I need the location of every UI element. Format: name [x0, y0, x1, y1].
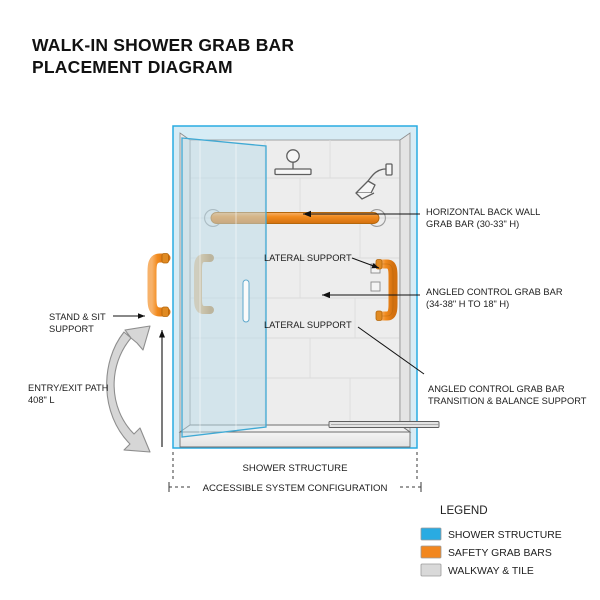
glass-door-handle-icon	[242, 279, 250, 323]
horizontal-bar-label-line-2: GRAB BAR (30-33" H)	[426, 219, 519, 229]
dimension-shower-structure: SHOWER STRUCTURE	[172, 452, 418, 482]
horizontal-bar-label-line-1: HORIZONTAL BACK WALL	[426, 207, 540, 217]
annotation-lateral-support-lower: LATERAL SUPPORT	[264, 320, 352, 330]
annotation-stand-sit: STAND & SIT SUPPORT	[49, 312, 106, 334]
angled-control-label-line-1: ANGLED CONTROL GRAB BAR	[426, 287, 563, 297]
legend-label-shower-structure: SHOWER STRUCTURE	[448, 530, 562, 541]
legend-item-walkway-tile: WALKWAY & TILE	[420, 563, 534, 577]
accessible-config-dim-label: ACCESSIBLE SYSTEM CONFIGURATION	[203, 483, 388, 494]
stand-sit-label-line-2: SUPPORT	[49, 324, 94, 334]
glass-reflections	[199, 141, 237, 433]
annotation-entry-exit: ENTRY/EXIT PATH 408" L	[28, 383, 108, 405]
entry-exit-label-line-1: ENTRY/EXIT PATH	[28, 383, 108, 393]
angled-transition-label-line-1: ANGLED CONTROL GRAB BAR	[428, 384, 565, 394]
title-line-2: PLACEMENT DIAGRAM	[32, 57, 233, 77]
annotation-angled-transition: ANGLED CONTROL GRAB BAR TRANSITION & BAL…	[428, 384, 587, 406]
glass-door-panel	[181, 137, 267, 438]
legend-item-safety-grab-bars: SAFETY GRAB BARS	[420, 545, 552, 559]
legend-swatch-shower-structure	[420, 527, 442, 541]
legend-swatch-safety-grab-bars	[420, 545, 442, 559]
right-return-wall	[399, 132, 411, 433]
linear-drain-icon	[328, 421, 440, 428]
page-title: WALK-IN SHOWER GRAB BAR PLACEMENT DIAGRA…	[32, 35, 294, 77]
annotation-horizontal-back-wall: HORIZONTAL BACK WALL GRAB BAR (30-33" H)	[426, 207, 540, 229]
dimension-accessible-configuration: ACCESSIBLE SYSTEM CONFIGURATION	[168, 482, 422, 494]
shower-valve-icon	[274, 149, 312, 176]
glass-panel-tint	[181, 137, 267, 438]
legend: LEGEND SHOWER STRUCTURE SAFETY GRAB BARS…	[420, 504, 562, 577]
annotation-lateral-support-upper: LATERAL SUPPORT	[264, 253, 352, 263]
grab-bar-mount-lower	[370, 281, 381, 292]
legend-item-shower-structure: SHOWER STRUCTURE	[420, 527, 562, 541]
shower-head-icon	[355, 163, 393, 200]
angled-control-grab-bar-right	[370, 259, 398, 321]
legend-label-walkway-tile: WALKWAY & TILE	[448, 566, 534, 577]
title-line-1: WALK-IN SHOWER GRAB BAR	[32, 35, 294, 55]
annotation-angled-control: ANGLED CONTROL GRAB BAR (34-38" H TO 18"…	[426, 287, 563, 309]
legend-swatch-walkway-tile	[420, 563, 442, 577]
legend-heading: LEGEND	[440, 504, 488, 517]
angled-control-label-line-2: (34-38" H TO 18" H)	[426, 299, 509, 309]
entry-exit-path-arrow	[106, 325, 151, 453]
stand-sit-grab-bar-left	[147, 253, 171, 317]
stand-sit-label-line-1: STAND & SIT	[49, 312, 106, 322]
shower-structure-dim-label: SHOWER STRUCTURE	[243, 463, 348, 474]
legend-label-safety-grab-bars: SAFETY GRAB BARS	[448, 548, 552, 559]
shower-enclosure	[147, 125, 440, 449]
shower-base-front	[179, 431, 411, 448]
entry-exit-label-line-2: 408" L	[28, 395, 55, 405]
angled-transition-label-line-2: TRANSITION & BALANCE SUPPORT	[428, 396, 587, 406]
leader-lines	[113, 210, 425, 375]
